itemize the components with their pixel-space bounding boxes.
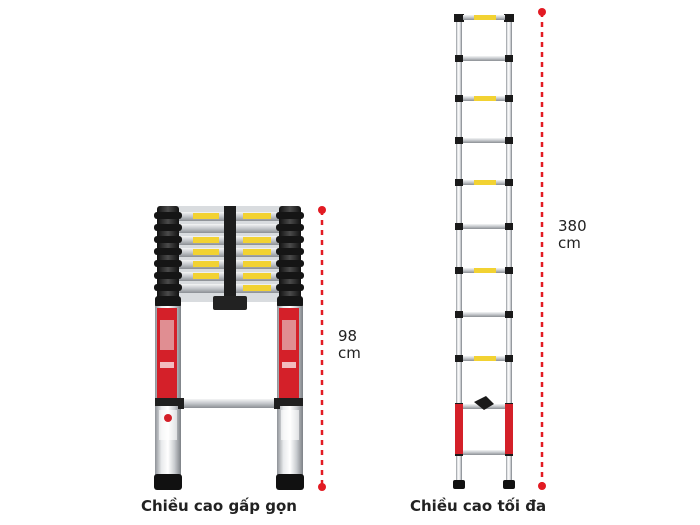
extended-right-rail: [506, 16, 512, 486]
folded-caption: Chiều cao gấp gọn: [141, 497, 297, 515]
folded-height-label: 98 cm: [338, 328, 361, 362]
extended-rung-joint: [505, 95, 513, 102]
extended-rung-joint: [505, 55, 513, 62]
extended-caption: Chiều cao tối đa: [410, 497, 547, 515]
extended-rung-sticker: [474, 15, 496, 20]
extended-rung-joint: [505, 137, 513, 144]
extended-height-value: 380: [558, 217, 587, 235]
extended-rung-joint: [455, 14, 463, 21]
extended-rung-sticker: [474, 180, 496, 185]
extended-rung-joint: [505, 14, 513, 21]
extended-rung-joint: [455, 355, 463, 362]
extended-rung: [462, 56, 506, 61]
extended-ladder: [453, 14, 515, 489]
extended-rung-joint: [455, 95, 463, 102]
extended-rung-set: [455, 14, 513, 456]
extended-lock-latch: [474, 396, 494, 410]
extended-rung-joint: [455, 55, 463, 62]
extended-rung: [462, 312, 506, 317]
extended-rung-joint: [505, 355, 513, 362]
extended-rung-sticker: [474, 96, 496, 101]
folded-ladder: [154, 206, 304, 490]
extended-rung-sticker: [474, 268, 496, 273]
folded-height-dimension: [318, 206, 326, 491]
folded-center-strap: [224, 206, 236, 308]
extended-rung-joint: [455, 267, 463, 274]
extended-rung-joint: [505, 223, 513, 230]
extended-rung-sticker: [474, 356, 496, 361]
extended-rung: [462, 224, 506, 229]
extended-rung-joint: [455, 179, 463, 186]
extended-rung-joint: [505, 267, 513, 274]
folded-left-rail: [154, 206, 182, 490]
extended-height-unit: cm: [558, 234, 581, 252]
folded-height-unit: cm: [338, 344, 361, 362]
extended-rung-joint: [455, 137, 463, 144]
extended-rung-joint: [455, 311, 463, 318]
extended-rung-joint: [505, 179, 513, 186]
extended-left-rail: [456, 16, 462, 486]
folded-bottom-rung: [180, 399, 278, 408]
extended-rung-joint: [455, 223, 463, 230]
extended-rung: [462, 450, 506, 455]
extended-height-dimension: [538, 8, 546, 490]
folded-right-rail: [276, 206, 304, 490]
folded-height-value: 98: [338, 327, 358, 345]
extended-rung-joint: [505, 311, 513, 318]
extended-rung: [462, 138, 506, 143]
extended-height-label: 380 cm: [558, 218, 587, 252]
